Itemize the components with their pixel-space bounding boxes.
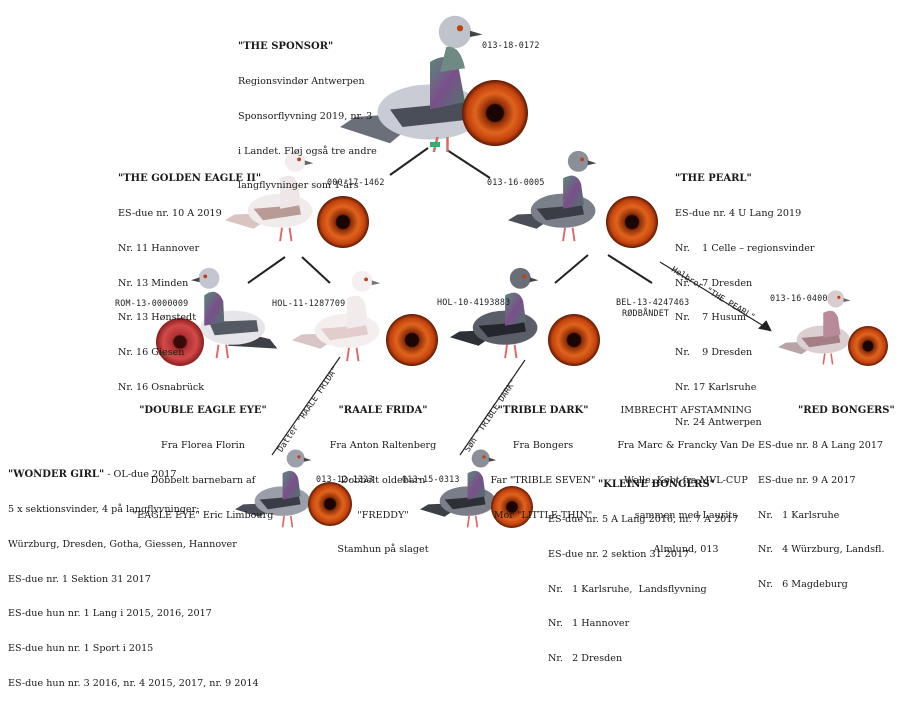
pigeon-raale <box>292 271 380 361</box>
imbrecht-ring-note: RØDBÅNDET <box>622 308 669 318</box>
red-bongers-info: "RED BONGERS" ES-due nr. 8 A Lang 2017 E… <box>758 382 895 602</box>
golden-eagle-info: "THE GOLDEN EAGLE II" ES-due nr. 10 A 20… <box>118 150 261 405</box>
eye-golden-eagle <box>317 196 369 248</box>
imbrecht-ring: BEL-13-4247463 <box>616 297 689 307</box>
kleine-line: Nr. 2 Dresden <box>548 653 739 665</box>
pearl-ring: 013-16-0005 <box>487 177 545 187</box>
wonder-girl-line: ES-due hun nr. 1 Sport i 2015 <box>8 643 259 655</box>
pearl-title: "THE PEARL" <box>675 173 814 185</box>
wonder-girl-line: ES-due hun nr. 1 Lang i 2015, 2016, 2017 <box>8 608 259 620</box>
golden-eagle-title: "THE GOLDEN EAGLE II" <box>118 173 261 185</box>
kleine-line: ES-due nr. 2 sektion 31 2017 <box>548 549 739 561</box>
red-bongers-line: Nr. 4 Würzburg, Landsfl. <box>758 544 895 556</box>
wonder-girl-ring: 013-12-1323 <box>316 474 374 484</box>
golden-eagle-ring: 000-17-1462 <box>327 177 385 187</box>
kleine-line: ES-due nr. 5 A Lang 2016, nr. 7 A 2017 <box>548 514 739 526</box>
golden-eagle-line: Nr. 16 Giesen <box>118 347 261 359</box>
golden-eagle-line: Nr. 13 Hønstedt <box>118 312 261 324</box>
sponsor-title: "THE SPONSOR" <box>238 41 377 53</box>
sponsor-line: Sponsorflyvning 2019, nr. 3 <box>238 111 377 123</box>
eye-red-bongers <box>848 326 888 366</box>
eye-raale <box>386 314 438 366</box>
trible-line: Fra Bongers <box>488 440 598 452</box>
raale-title: "RAALE FRIDA" <box>328 405 438 417</box>
trible-title: "TRIBLE DARK" <box>488 405 598 417</box>
sponsor-line: Regionsvindør Antwerpen <box>238 76 377 88</box>
double-eagle-ring: ROM-13-0000009 <box>115 298 188 308</box>
raale-line: Fra Anton Raltenberg <box>328 440 438 452</box>
kleine-line: Nr. 1 Hannover <box>548 618 739 630</box>
imbrecht-line: Fra Marc & Francky Van De <box>616 440 756 452</box>
kleine-info: "KLEINE BONGERS" ES-due nr. 5 A Lang 201… <box>548 456 739 676</box>
wonder-girl-line: Würzburg, Dresden, Gotha, Giessen, Hanno… <box>8 539 259 551</box>
wonder-girl-info: "WONDER GIRL" - OL-due 2017 5 x sektions… <box>8 446 259 701</box>
golden-eagle-line: Nr. 11 Hannover <box>118 243 261 255</box>
red-bongers-line: Nr. 6 Magdeburg <box>758 579 895 591</box>
wonder-girl-line: 5 x sektionsvinder, 4 på langflyvninger: <box>8 504 259 516</box>
wonder-girl-title: "WONDER GIRL" <box>8 469 104 480</box>
sponsor-ring: 013-18-0172 <box>482 40 540 50</box>
red-bongers-title: "RED BONGERS" <box>758 405 895 417</box>
raale-ring: HOL-11-1287709 <box>272 298 345 308</box>
pigeon-trible <box>450 268 538 358</box>
pearl-line: Nr. 1 Celle – regionsvinder <box>675 243 814 255</box>
eye-pearl <box>606 196 658 248</box>
red-bongers-ring: 013-16-0400 <box>770 293 828 303</box>
red-bongers-line: ES-due nr. 8 A Lang 2017 <box>758 440 895 452</box>
golden-eagle-line: ES-due nr. 10 A 2019 <box>118 208 261 220</box>
wonder-girl-line: ES-due hun nr. 3 2016, nr. 4 2015, 2017,… <box>8 678 259 690</box>
raale-line: Stamhun på slaget <box>328 544 438 556</box>
eye-sponsor <box>462 80 528 146</box>
kleine-line: Nr. 1 Karlsruhe, Landsflyvning <box>548 584 739 596</box>
eye-trible <box>548 314 600 366</box>
wonder-girl-line: ES-due nr. 1 Sektion 31 2017 <box>8 574 259 586</box>
imbrecht-line: IMBRECHT AFSTAMNING <box>616 405 756 417</box>
golden-eagle-line: Nr. 13 Minden <box>118 278 261 290</box>
trible-ring: HOL-10-4193883 <box>437 297 510 307</box>
double-eagle-title: "DOUBLE EAGLE EYE" <box>128 405 278 417</box>
pearl-line: Nr. 9 Dresden <box>675 347 814 359</box>
pearl-line: ES-due nr. 4 U Lang 2019 <box>675 208 814 220</box>
raale-line: "FREDDY" <box>328 510 438 522</box>
kleine-ring: 013-15-0313 <box>402 474 460 484</box>
pigeon-pearl <box>508 151 596 241</box>
red-bongers-line: Nr. 1 Karlsruhe <box>758 510 895 522</box>
red-bongers-line: ES-due nr. 9 A 2017 <box>758 475 895 487</box>
kleine-title: "KLEINE BONGERS" <box>548 479 739 491</box>
wonder-girl-title-suffix: - OL-due 2017 <box>104 469 176 480</box>
